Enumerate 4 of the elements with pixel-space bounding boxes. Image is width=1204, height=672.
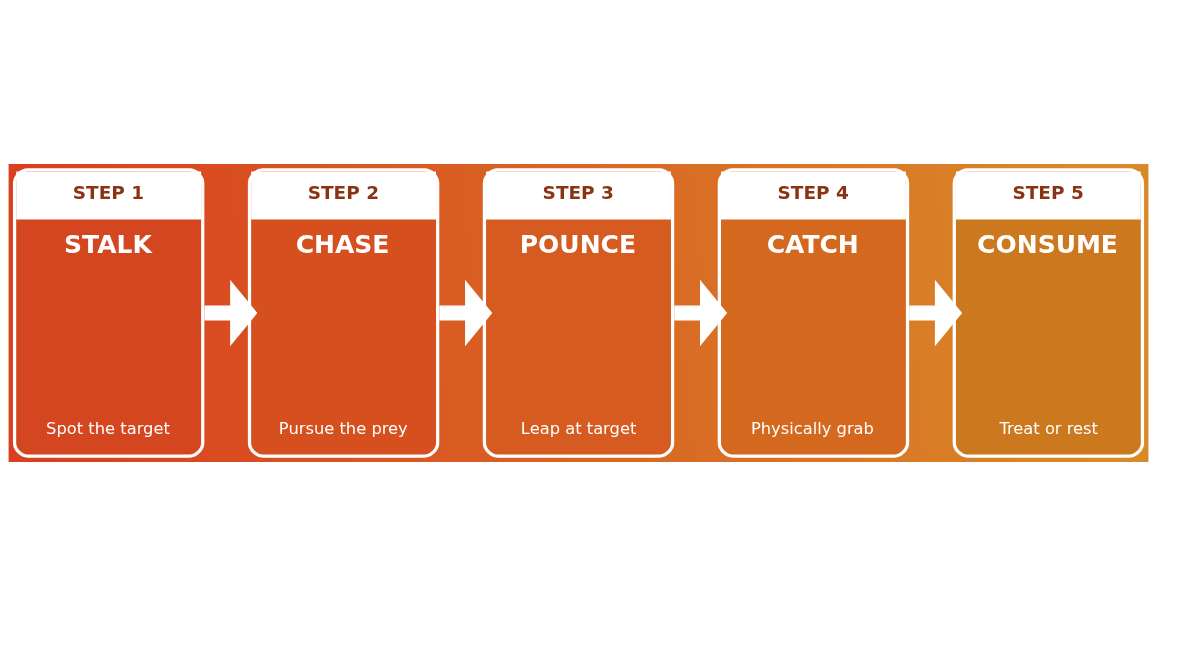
- arrow: [439, 279, 493, 346]
- arrow: [204, 279, 258, 346]
- arrow: [674, 279, 728, 346]
- arrow: [909, 279, 963, 346]
